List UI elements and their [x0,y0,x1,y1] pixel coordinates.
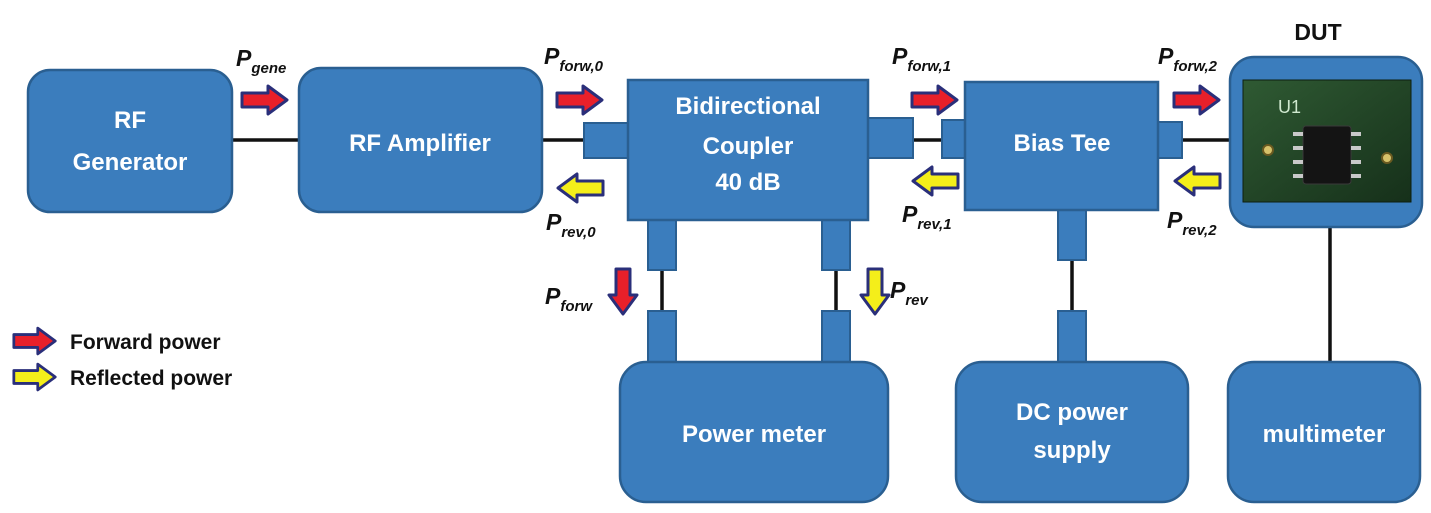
p-rev-label: Prev [890,277,930,309]
p-rev2-label: Prev,2 [1167,207,1217,239]
dcsupply-port [1057,310,1087,368]
reflected-arrow-1 [911,165,960,197]
rf-generator-label-1: RF [114,107,146,134]
reflected-arrow-meter [859,267,891,316]
rf-amplifier-label: RF Amplifier [349,130,491,157]
bias-tee-label: Bias Tee [1014,130,1111,157]
reflected-arrow-2 [1173,165,1222,197]
p-forw1-label: Pforw,1 [892,43,951,75]
p-rev1-label: Prev,1 [902,201,952,233]
legend: Forward power Reflected power [12,326,232,392]
coupler-label-1: Bidirectional [675,93,820,120]
power-meter-label: Power meter [682,421,826,448]
rf-generator-label-2: Generator [73,149,188,176]
pcb-right-pad [1381,152,1393,164]
p-forw0-label: Pforw,0 [544,43,604,75]
pcb-ic-chip [1293,125,1361,185]
multimeter-block [1226,360,1422,504]
pcb-u1-label: U1 [1278,97,1301,117]
coupler-label-3: 40 dB [715,169,780,196]
legend-forward-arrow [12,326,57,356]
powermeter-forward-port [647,310,677,368]
biastee-output-port [1155,121,1183,159]
legend-forward-label: Forward power [70,331,221,354]
forward-arrow-1 [910,84,959,116]
rf-generator-block [26,68,234,214]
p-forw2-label: Pforw,2 [1158,43,1218,75]
pcb-left-pad [1262,144,1274,156]
forward-arrow-gene [240,84,289,116]
powermeter-reverse-port [821,310,851,368]
bidirectional-coupler-block [626,78,870,222]
rf-amplifier-block [297,66,544,214]
p-gene-label: Pgene [236,45,286,77]
coupler-output-port [866,117,914,159]
forward-arrow-2 [1172,84,1221,116]
legend-reflected-arrow [12,362,57,392]
dc-power-supply-block [954,360,1190,504]
multimeter-label: multimeter [1263,421,1386,448]
coupler-reverse-port [821,217,851,271]
reflected-arrow-0 [556,172,605,204]
legend-reflected-label: Reflected power [70,367,232,390]
coupler-input-port [583,122,631,159]
forward-arrow-meter [607,267,639,316]
dc-supply-label-1: DC power [1016,399,1128,426]
p-forw-label: Pforw [545,283,593,315]
p-rev0-label: Prev,0 [546,209,596,241]
dc-supply-label-2: supply [1033,437,1111,464]
dut-title: DUT [1294,19,1341,45]
coupler-forward-port [647,217,677,271]
power-meter-block [618,360,890,504]
coupler-label-2: Coupler [703,133,794,160]
forward-arrow-0 [555,84,604,116]
biastee-dc-port [1057,207,1087,261]
bias-tee-block [963,80,1160,212]
